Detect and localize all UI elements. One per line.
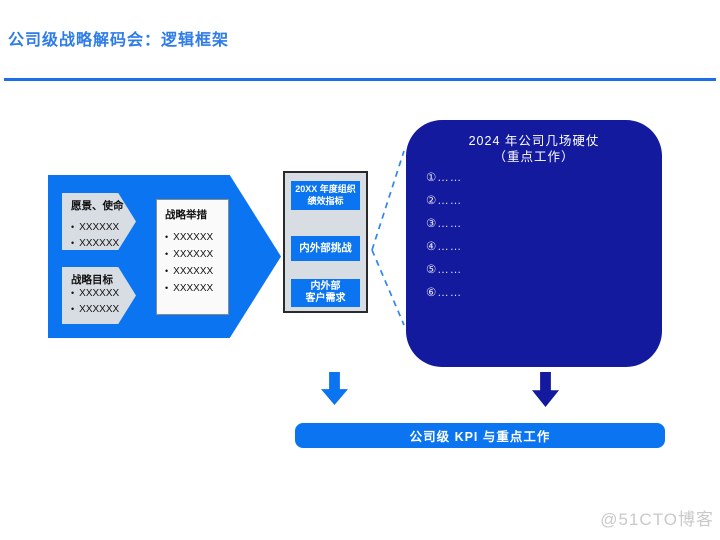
goals-bullet: XXXXXX xyxy=(71,304,136,315)
initiatives-bullet-text: XXXXXX xyxy=(173,266,214,277)
vision-bullet: XXXXXX xyxy=(71,222,136,233)
challenge-label: 内外部挑战 xyxy=(299,241,352,254)
battle-item-6: ⑥…… xyxy=(426,287,463,299)
org-performance-line2: 绩效指标 xyxy=(307,195,344,206)
key-battles-list: ①…… ②…… ③…… ④…… ⑤…… ⑥…… xyxy=(426,167,462,305)
battle-item-3: ③…… xyxy=(426,218,463,230)
internal-external-challenge-box: 内外部挑战 xyxy=(291,236,360,261)
vision-bullet-text: XXXXXX xyxy=(79,238,120,249)
org-performance-line1: 20XX 年度组织 xyxy=(295,184,356,195)
battle-item-2: ②…… xyxy=(426,195,463,207)
watermark: @51CTO博客 xyxy=(600,510,714,529)
customer-needs-line2: 客户需求 xyxy=(305,293,346,304)
initiatives-bullet-text: XXXXXX xyxy=(173,249,214,260)
company-kpi-bar-label: 公司级 KPI 与重点工作 xyxy=(409,430,551,444)
key-battles-title: 2024 年公司几场硬仗 （重点工作） xyxy=(406,133,662,166)
down-arrow-left-icon xyxy=(321,372,348,405)
strategy-goals-shape: 战略目标 XXXXXX XXXXXX xyxy=(62,267,136,324)
initiatives-bullet: XXXXXX xyxy=(165,232,228,243)
strategy-goals-title: 战略目标 xyxy=(71,274,113,286)
initiatives-bullet-text: XXXXXX xyxy=(173,283,214,294)
battle-item-4: ④…… xyxy=(426,241,463,253)
key-battles-title-line2: （重点工作） xyxy=(493,150,575,165)
org-performance-indicator-box: 20XX 年度组织 绩效指标 xyxy=(291,181,360,210)
strategy-initiatives-title: 战略举措 xyxy=(165,209,207,221)
initiatives-bullet: XXXXXX xyxy=(165,249,228,260)
dashed-connector-bottom xyxy=(371,249,405,326)
vision-mission-title: 愿景、使命 xyxy=(71,200,124,212)
customer-needs-box: 内外部 客户需求 xyxy=(291,279,360,307)
dashed-connector-top xyxy=(371,150,405,251)
key-battles-title-line1: 2024 年公司几场硬仗 xyxy=(468,134,600,148)
initiatives-bullet: XXXXXX xyxy=(165,283,228,294)
goals-bullet: XXXXXX xyxy=(71,288,136,299)
vision-bullet: XXXXXX xyxy=(71,238,136,249)
initiatives-bullet: XXXXXX xyxy=(165,266,228,277)
vision-bullet-text: XXXXXX xyxy=(79,222,120,233)
title-divider-line xyxy=(4,78,716,81)
company-kpi-bar: 公司级 KPI 与重点工作 xyxy=(295,423,665,448)
vision-mission-shape: 愿景、使命 XXXXXX XXXXXX xyxy=(62,193,136,250)
goals-bullet-text: XXXXXX xyxy=(79,304,120,315)
battle-item-5: ⑤…… xyxy=(426,264,463,276)
page-title: 公司级战略解码会：逻辑框架 xyxy=(8,32,230,49)
battle-item-1: ①…… xyxy=(426,172,463,184)
inputs-column: 20XX 年度组织 绩效指标 内外部挑战 内外部 客户需求 xyxy=(283,171,368,313)
initiatives-bullet-text: XXXXXX xyxy=(173,232,214,243)
key-battles-box: 2024 年公司几场硬仗 （重点工作） ①…… ②…… ③…… ④…… ⑤…… … xyxy=(406,120,662,367)
goals-bullet-text: XXXXXX xyxy=(79,288,120,299)
customer-needs-line1: 内外部 xyxy=(310,280,341,292)
strategy-initiatives-box: 战略举措 XXXXXX XXXXXX XXXXXX XXXXXX xyxy=(156,199,229,315)
down-arrow-right-icon xyxy=(532,372,559,407)
